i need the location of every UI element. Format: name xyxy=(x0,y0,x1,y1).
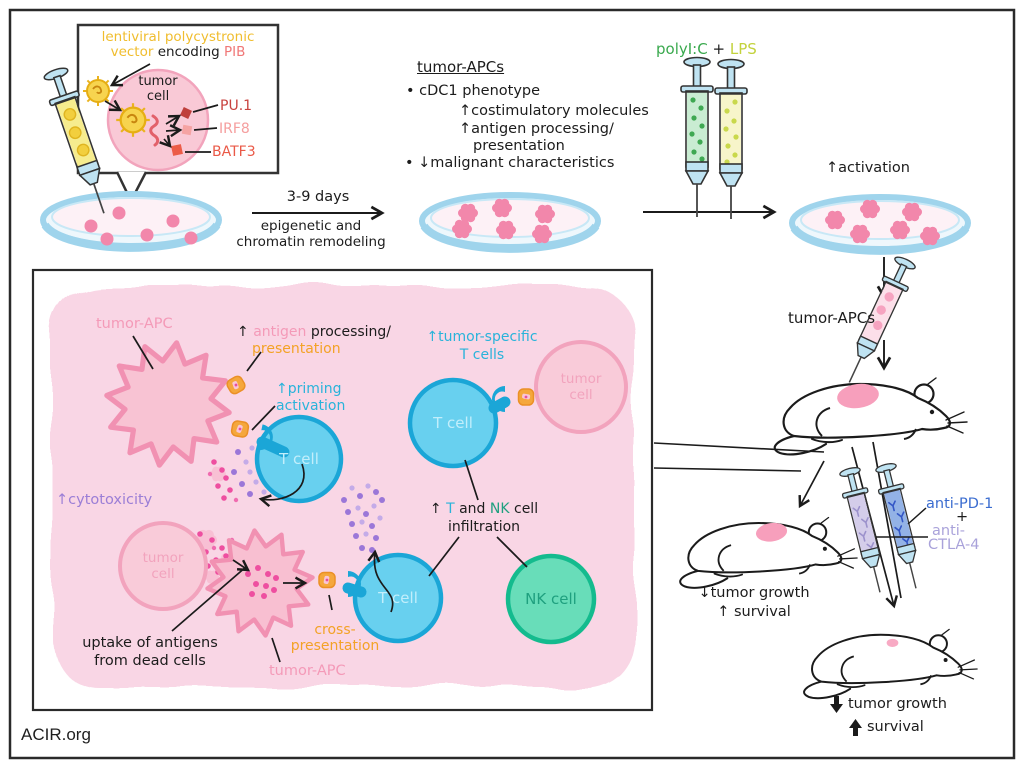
lentivirus-icon xyxy=(115,102,151,138)
injection-label: tumor-APCs xyxy=(788,309,876,327)
t-cell-2-label: T cell xyxy=(433,414,473,432)
culture-duration: 3-9 days xyxy=(286,189,350,205)
apc-panel-sub2: ↑antigen processing/ xyxy=(459,121,614,137)
pu1-protein xyxy=(180,107,192,119)
pib-word: PIB xyxy=(224,44,246,60)
figure-border xyxy=(8,8,1016,760)
construct-title-line1: lentiviral polycystronic xyxy=(101,29,255,45)
apc-panel-bullet1: • cDC1 phenotype xyxy=(406,83,541,99)
polyic-label: polyI:C xyxy=(656,40,708,58)
vector-word: vector xyxy=(110,44,154,60)
petri-dish-1 xyxy=(43,194,219,248)
t-cell-1 xyxy=(254,414,344,504)
mouse-2-outcome xyxy=(679,516,859,589)
tme-inset-box xyxy=(31,268,654,712)
irf8-protein xyxy=(181,124,193,136)
lps-label: LPS xyxy=(729,40,757,58)
pu1-label: PU.1 xyxy=(220,98,253,114)
batf3-protein xyxy=(171,144,183,156)
lps-syringe xyxy=(714,58,748,220)
irf8-label: IRF8 xyxy=(219,121,250,137)
t-cell-3 xyxy=(352,552,444,644)
nk-cell-label: NK cell xyxy=(525,590,577,608)
engulfed-antigens xyxy=(245,565,279,599)
lentivirus-syringe xyxy=(39,64,120,220)
construct-title-line2: vector encoding PIB xyxy=(86,44,270,61)
anti-ctla4-label-line1: anti- xyxy=(932,523,966,539)
outcome-final-line1: tumor growth xyxy=(830,696,947,713)
t-cell-1-label: T cell xyxy=(279,450,319,468)
tumor-small xyxy=(886,638,899,647)
outcome-mid-label: ↓tumor growth↑ survival xyxy=(698,585,810,620)
tme-infiltration: ↑ T and NK cell infiltration xyxy=(429,501,539,535)
apc-panel-sub1: ↑costimulatory molecules xyxy=(459,103,649,119)
outcome-final-line2: survival xyxy=(849,719,924,736)
tme-cross-presentation: cross-presentation xyxy=(290,622,380,654)
t-cell-2 xyxy=(407,377,499,469)
tme-cytotoxicity: ↑cytotoxicity xyxy=(56,492,153,508)
mhc-synapses xyxy=(224,373,535,598)
nk-cell xyxy=(505,553,597,645)
encoding-word: encoding xyxy=(153,44,224,60)
tme-annotation-lines xyxy=(132,335,528,663)
tumor-apc-syringe xyxy=(836,253,920,389)
tumor-medium xyxy=(755,522,788,542)
petri-dish-3 xyxy=(792,197,968,251)
batf3-label: BATF3 xyxy=(212,144,256,160)
tme-apc-label-bottom: tumor-APC xyxy=(269,663,346,679)
activation-label: ↑activation xyxy=(826,160,910,176)
plus-sign: + xyxy=(712,40,726,58)
anti-ctla4-syringe xyxy=(835,464,894,597)
acir-watermark: ACIR.org xyxy=(21,725,91,744)
bold-up-arrow-icon xyxy=(849,719,862,736)
t-cell-3-label: T cell xyxy=(378,589,418,607)
tumor-large xyxy=(837,383,879,409)
checkpoint-plus: + xyxy=(956,509,969,525)
rna-squiggle xyxy=(149,114,160,147)
anti-pd1-label: anti-PD-1 xyxy=(926,496,994,512)
mouse-1-treated xyxy=(773,376,969,456)
adjuvant-label: polyI:C + LPS xyxy=(656,41,757,58)
construct-callout-box xyxy=(76,23,280,204)
apc-panel-sub2-cont: presentation xyxy=(473,138,565,154)
petri-dish-2 xyxy=(422,195,598,249)
bold-down-arrow-icon xyxy=(830,696,843,713)
apc-panel-title: tumor-APCs xyxy=(417,58,505,76)
anti-pd1-syringe xyxy=(871,460,930,593)
tumor-cell-right xyxy=(534,340,628,434)
tme-presentation: presentation xyxy=(252,341,341,357)
tme-apc-label-top: tumor-APC xyxy=(96,316,173,332)
tme-antigen-processing: ↑ antigen processing/ xyxy=(237,324,392,340)
apc-panel-bullet2: • ↓malignant characteristics xyxy=(405,155,615,171)
anti-ctla4-label-line2: CTLA-4 xyxy=(928,537,980,553)
mouse-3-outcome xyxy=(803,628,979,700)
lentivirus-icon xyxy=(82,75,114,107)
checkpoint-pointer-lines xyxy=(876,507,928,538)
tumor-cell-left xyxy=(118,521,208,611)
polyic-syringe xyxy=(680,56,714,218)
